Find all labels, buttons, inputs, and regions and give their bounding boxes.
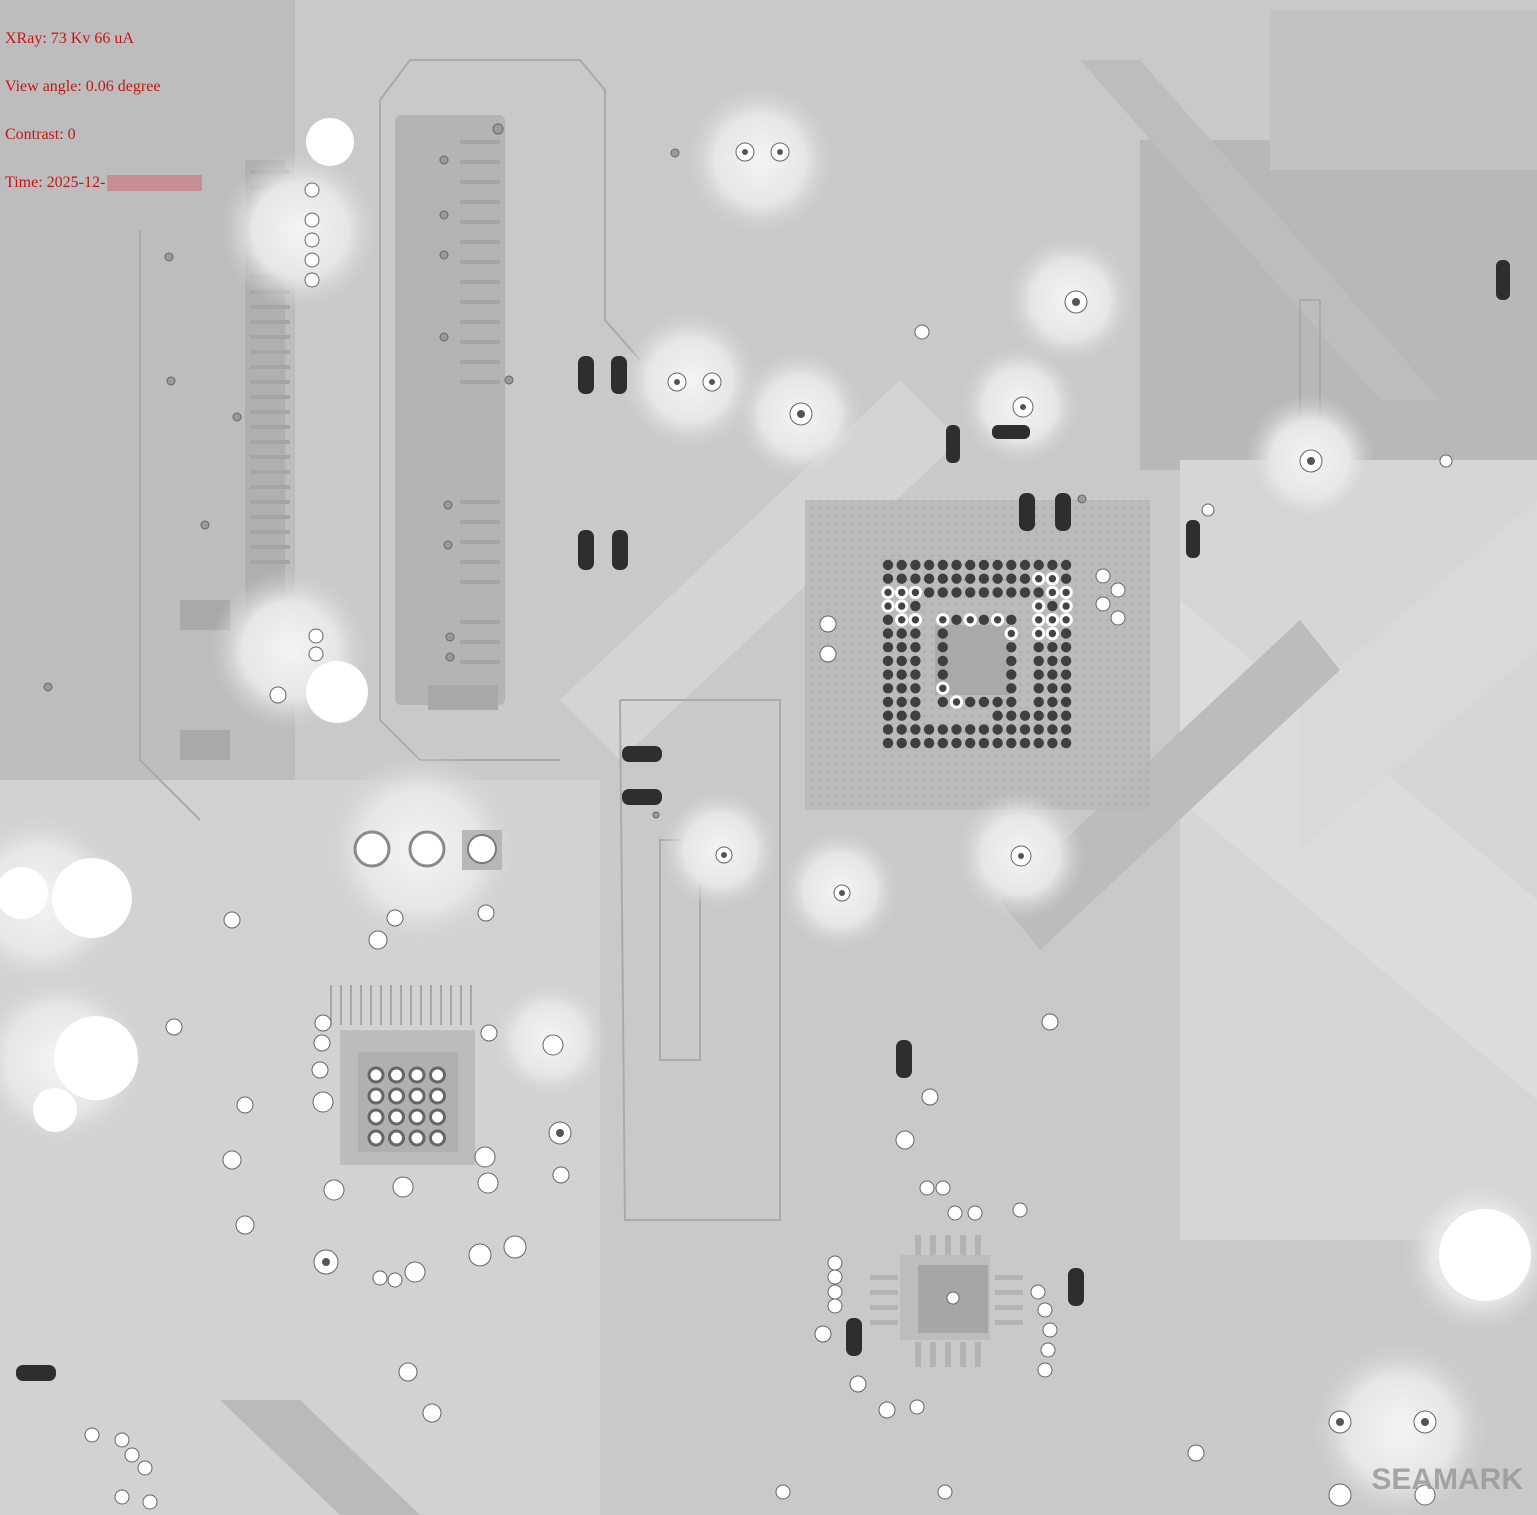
xray-info-overlay: XRay: 73 Kv 66 uA View angle: 0.06 degre… bbox=[5, 0, 203, 207]
timestamp-prefix: Time: 2025-12- bbox=[5, 174, 106, 191]
view-angle-label: View angle: 0.06 degree bbox=[5, 78, 161, 95]
seamark-watermark: SEAMARK bbox=[1371, 1463, 1523, 1496]
contrast-label: Contrast: 0 bbox=[5, 126, 76, 143]
timestamp-redaction bbox=[107, 175, 203, 191]
timestamp-label: Time: 2025-12- bbox=[5, 174, 203, 191]
xray-parameters-label: XRay: 73 Kv 66 uA bbox=[5, 30, 134, 47]
